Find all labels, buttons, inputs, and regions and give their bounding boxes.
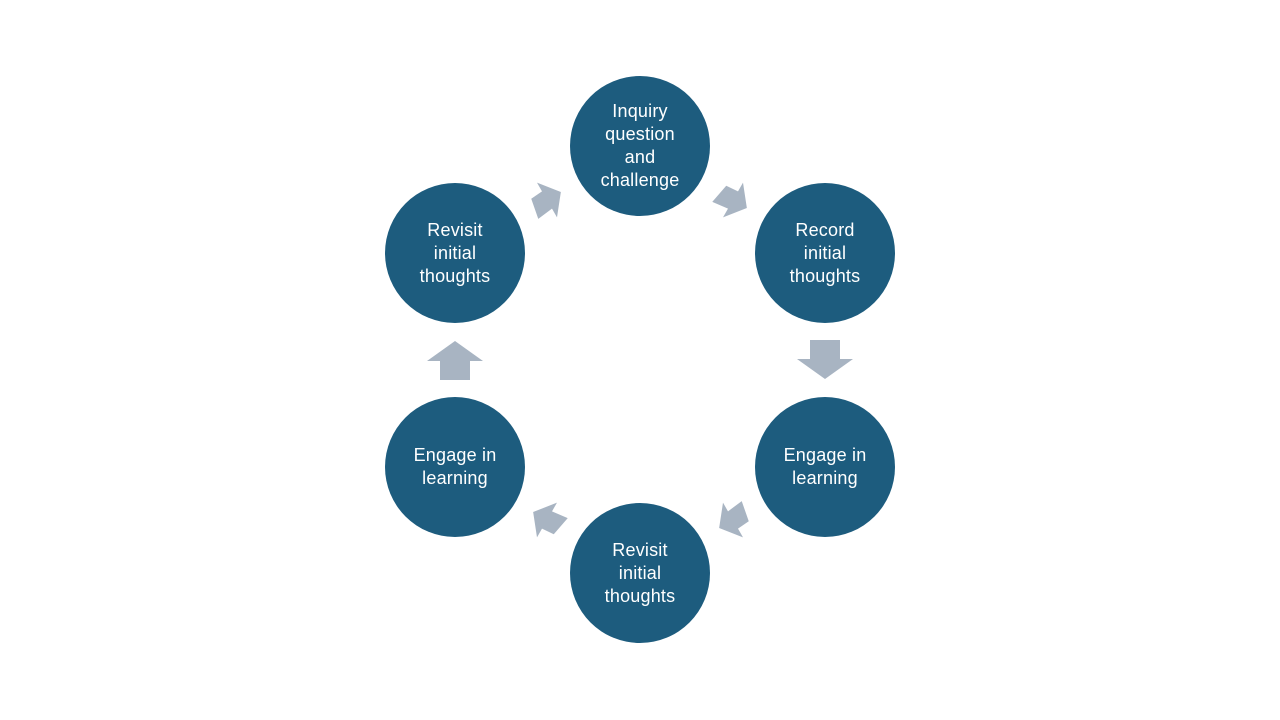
cycle-node-inquiry-question: Inquiry question and challenge	[570, 76, 710, 216]
cycle-node-engage-in-learning-left: Engage in learning	[385, 397, 525, 537]
cycle-node-engage-in-learning-right: Engage in learning	[755, 397, 895, 537]
arrow-down-right-icon	[708, 174, 757, 226]
node-label: Revisit	[427, 219, 483, 240]
arrow-shape	[712, 182, 747, 218]
node-label: Engage in	[413, 445, 497, 465]
cycle-node-record-initial-thoughts: Record initial thoughts	[755, 183, 895, 323]
arrow-shape	[719, 501, 749, 538]
node-label: thoughts	[789, 265, 861, 286]
arrow-shape	[533, 502, 568, 538]
arrow-shape	[427, 341, 483, 380]
arrow-shape	[797, 340, 853, 379]
node-label: Revisit	[612, 539, 668, 560]
node-label: Record	[795, 219, 855, 240]
arrow-up-icon	[425, 340, 485, 380]
arrow-shape	[531, 182, 561, 219]
node-label: thoughts	[604, 585, 676, 606]
cycle-node-revisit-initial-thoughts-bottom: Revisit initial thoughts	[570, 503, 710, 643]
node-label: thoughts	[419, 265, 491, 286]
node-label: initial	[803, 242, 847, 263]
node-label: and	[624, 147, 656, 167]
arrow-up-left-icon	[522, 494, 571, 546]
node-label: learning	[422, 468, 488, 488]
cycle-node-revisit-initial-thoughts-top-left: Revisit initial thoughts	[385, 183, 525, 323]
arrow-up-right-icon	[522, 174, 571, 226]
node-label: initial	[618, 562, 662, 583]
arrow-down-left-icon	[708, 494, 757, 546]
arrow-down-icon	[795, 340, 855, 380]
node-label: learning	[792, 468, 858, 488]
node-label: Inquiry	[612, 101, 668, 121]
node-label: Engage in	[783, 445, 867, 465]
node-label: challenge	[600, 170, 680, 190]
node-label: initial	[433, 242, 477, 263]
node-label: question	[605, 124, 675, 144]
